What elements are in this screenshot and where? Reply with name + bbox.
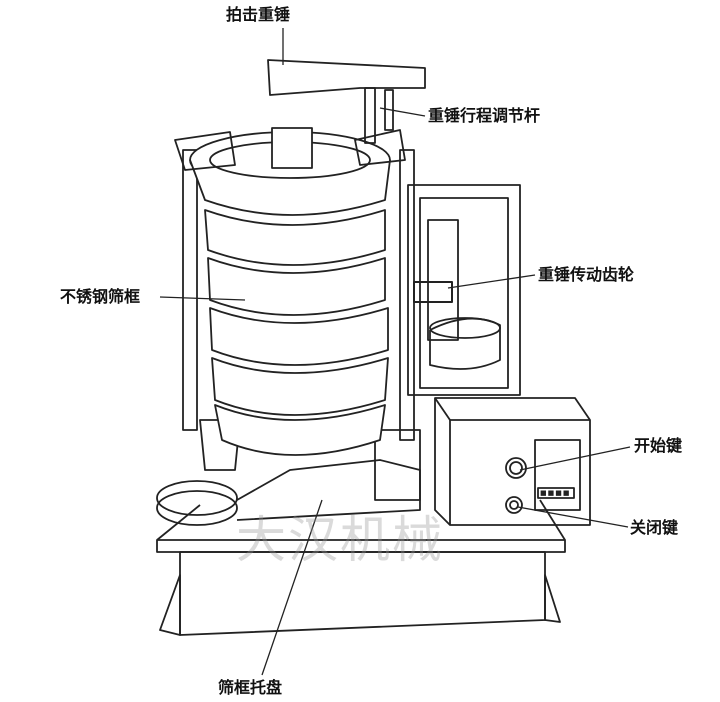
- leader-lines: [159, 28, 631, 676]
- label-sieve-frame: 不锈钢筛框: [60, 287, 141, 306]
- watermark: 大汉机械: [236, 511, 444, 569]
- motor-cabinet: [407, 184, 521, 396]
- label-stroke-rod: 重锤行程调节杆: [428, 106, 541, 125]
- label-hammer: 拍击重锤: [226, 5, 291, 24]
- sieve-tray: [156, 459, 421, 526]
- label-gear: 重锤传动齿轮: [538, 265, 635, 284]
- control-box: [434, 397, 591, 526]
- sieve-stack: [189, 127, 391, 456]
- label-start-key: 开始键: [634, 436, 683, 455]
- hammer: [174, 59, 426, 171]
- digital-display: ■■■■: [540, 489, 571, 497]
- label-tray: 筛框托盘: [218, 678, 283, 697]
- label-close-key: 关闭键: [630, 518, 679, 537]
